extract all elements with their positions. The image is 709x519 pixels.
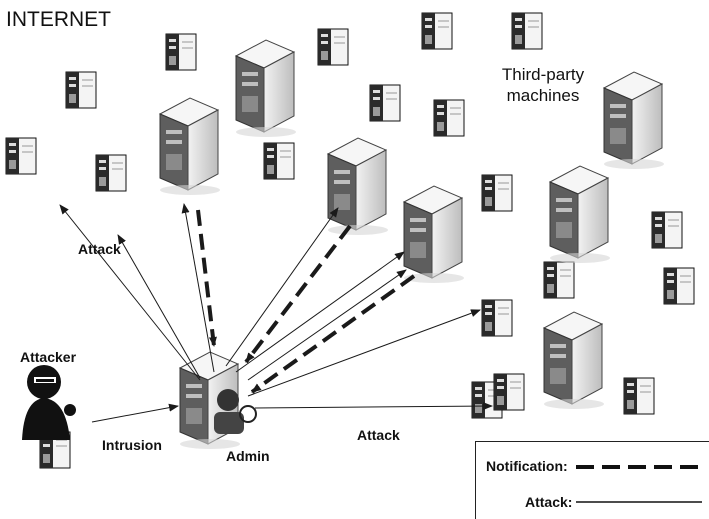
workstation-icon [651,211,683,249]
diagram-title: INTERNET [6,8,111,31]
attacker-icon [22,365,76,440]
workstation-icon [5,137,37,175]
workstation-icon [433,99,465,137]
server-icon [158,97,220,195]
notification-arrow [244,224,352,364]
legend-attack-label: Attack: [525,494,573,510]
server-icon [548,165,610,263]
notification-arrow [250,274,416,394]
legend-dashed-line [576,465,702,469]
legend-solid-line [576,501,702,503]
workstation-icon [317,28,349,66]
attack-label-bottom: Attack [357,427,400,443]
attack-arrow [59,204,201,381]
workstation-icon [623,377,655,415]
workstation-icon [481,299,513,337]
server-icon [542,311,604,409]
workstation-icon [481,174,513,212]
intrusion-label: Intrusion [102,437,162,453]
server-icon [234,39,296,137]
server-icon [402,185,464,283]
workstation-icon [165,33,197,71]
workstation-icon [421,12,453,50]
attacker-label: Attacker [20,349,77,365]
attack-arrow [225,207,339,367]
attack-label-left: Attack [78,241,121,257]
workstation-icon [663,267,695,305]
legend-box: Notification: Attack: [475,441,709,519]
server-icon [326,137,388,235]
attack-arrow [235,251,405,373]
workstation-icon [65,71,97,109]
attack-arrow [181,203,215,373]
attack-arrow [254,402,493,411]
workstation-icon [263,142,295,180]
admin-label: Admin [226,448,270,464]
workstation-icon [95,154,127,192]
workstation-icon [543,261,575,299]
intrusion-arrow [91,403,179,423]
attack-arrow [117,234,201,379]
attack-arrow [247,309,481,397]
server-icon [602,71,664,169]
admin-operator-icon [214,389,257,434]
third-party-label: Third-party machines [501,65,585,105]
workstation-icon [493,373,525,411]
attack-arrow [247,269,407,381]
workstation-icon [511,12,543,50]
legend-notification-label: Notification: [486,458,568,474]
workstation-icon [369,84,401,122]
